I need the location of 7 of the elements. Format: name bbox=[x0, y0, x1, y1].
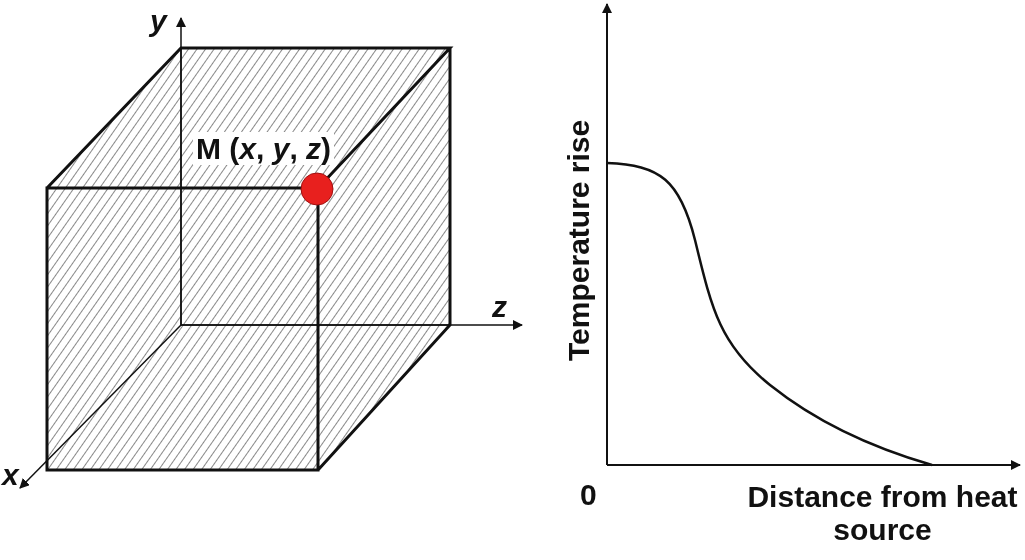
point-label: M (x, y, z) bbox=[193, 132, 335, 165]
axis-label: x bbox=[2, 458, 19, 491]
axis-label: z bbox=[492, 290, 507, 323]
axis-title: Temperature rise bbox=[562, 118, 595, 363]
axis-label: y bbox=[150, 4, 167, 37]
tick-label: 0 bbox=[580, 478, 597, 511]
axis-title: Distance from heat source bbox=[746, 480, 1019, 546]
